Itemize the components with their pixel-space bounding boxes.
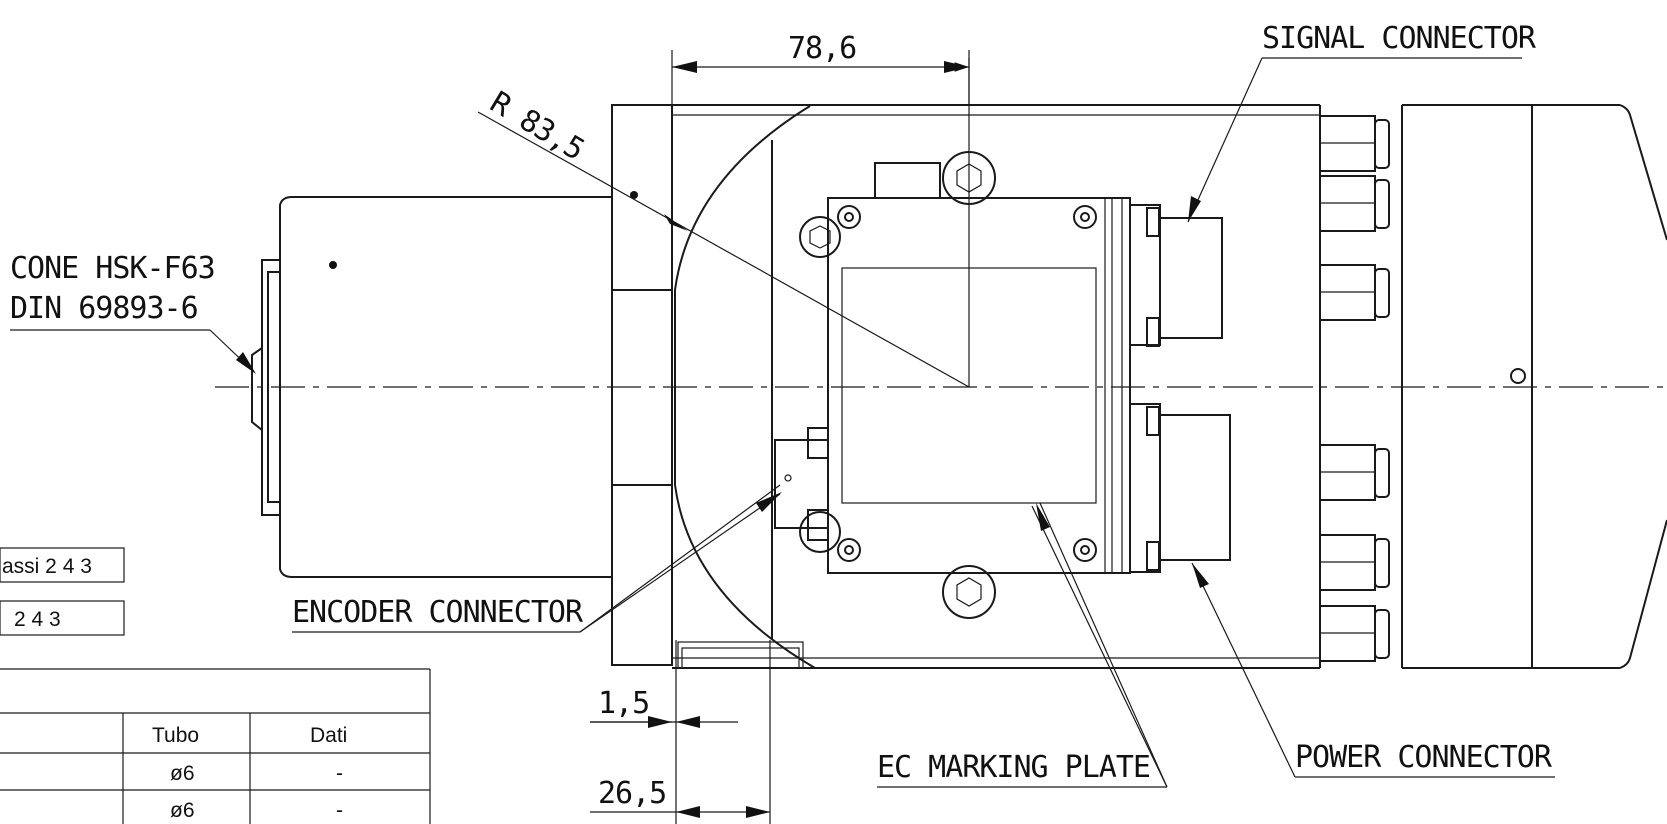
dim-width-value: 78,6 <box>788 31 856 66</box>
fitting-top-3 <box>1319 264 1390 321</box>
screw-hole-icon <box>329 261 337 269</box>
signal-connector-part <box>1129 204 1223 347</box>
dimension-offset: 26,5 <box>590 776 770 818</box>
table-cell: ø6 <box>170 762 195 785</box>
data-table: Tubo Dati ø6 - ø6 - <box>0 668 431 824</box>
table-header-dati: Dati <box>310 724 347 747</box>
table-cell: ø6 <box>170 799 195 822</box>
power-connector-part <box>1129 403 1231 573</box>
side-box1-text: assi 2 4 3 <box>2 555 92 578</box>
callout-encoder-connector: ENCODER CONNECTOR <box>292 484 782 633</box>
screw-hole-icon <box>630 191 638 199</box>
label-encoder-connector: ENCODER CONNECTOR <box>292 595 584 630</box>
fitting-bot-1 <box>1319 444 1390 501</box>
side-boxes: assi 2 4 3 2 4 3 <box>0 547 125 636</box>
dimension-width: 78,6 <box>671 31 970 105</box>
callout-power-connector: POWER CONNECTOR <box>1191 562 1555 778</box>
callout-signal-connector: SIGNAL CONNECTOR <box>1187 21 1538 223</box>
label-cone-line2: DIN 69893-6 <box>10 291 198 326</box>
rear-hole-icon <box>1510 368 1526 384</box>
dimension-radius: R 83,5 <box>477 85 970 388</box>
label-signal-connector: SIGNAL CONNECTOR <box>1262 21 1537 56</box>
dimension-gap: 1,5 <box>590 686 738 728</box>
screw-heads <box>799 151 1097 619</box>
motor-body <box>672 104 1320 824</box>
table-header-tubo: Tubo <box>152 724 199 747</box>
fitting-top-1 <box>1319 115 1390 172</box>
dim-radius-value: R 83,5 <box>484 85 590 168</box>
label-cone-line1: CONE HSK-F63 <box>10 251 215 286</box>
fitting-bot-2 <box>1319 534 1390 591</box>
label-power-connector: POWER CONNECTOR <box>1295 740 1553 775</box>
side-box2-text: 2 4 3 <box>14 608 61 631</box>
encoder-connector-part <box>774 427 829 541</box>
callout-cone: CONE HSK-F63 DIN 69893-6 <box>10 251 256 374</box>
label-ec-marking-plate: EC MARKING PLATE <box>877 750 1150 785</box>
table-cell: - <box>336 799 343 822</box>
callout-ec-marking-plate: EC MARKING PLATE <box>877 502 1168 788</box>
dim-offset-value: 26,5 <box>598 776 666 811</box>
flange <box>611 104 673 666</box>
table-cell: - <box>336 762 343 785</box>
dim-gap-value: 1,5 <box>598 686 649 721</box>
rear-cap <box>1402 104 1667 669</box>
fittings-block <box>1319 105 1403 668</box>
terminal-box <box>799 58 1131 619</box>
fitting-top-2 <box>1319 175 1390 232</box>
fitting-bot-3 <box>1319 605 1390 662</box>
